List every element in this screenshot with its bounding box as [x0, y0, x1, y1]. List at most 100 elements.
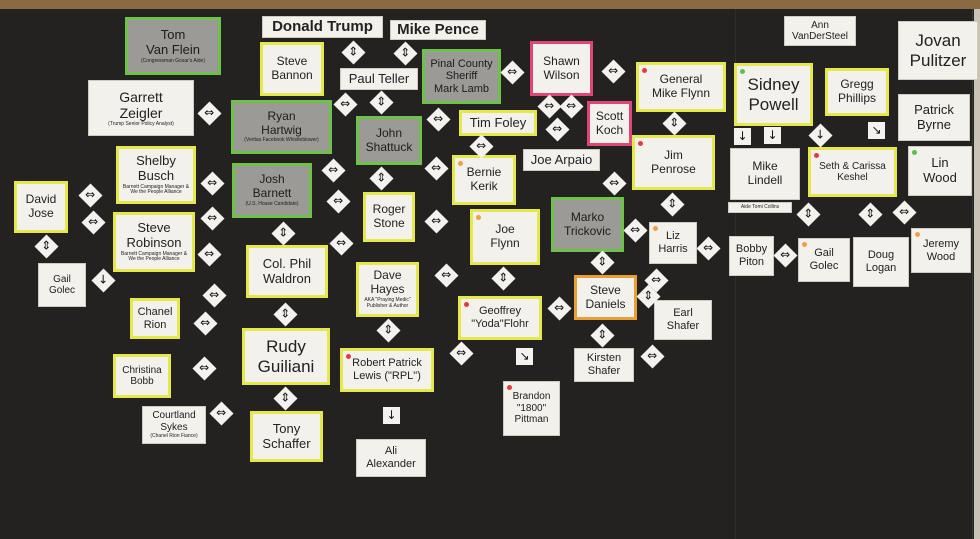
card-line: Pinal County — [430, 57, 493, 70]
card-jeremy-wood: Jeremy Wood — [911, 228, 971, 273]
card-paul-teller: Paul Teller — [340, 68, 418, 90]
card-john-shattuck: John Shattuck — [356, 116, 422, 165]
card-line: Shafer — [666, 320, 700, 332]
double-arrow-icon: ⇕ — [369, 166, 394, 191]
double-arrow-icon: ⇕ — [369, 90, 394, 115]
card-josh-barnett: Josh Barnett (U.S. House Candidate) — [232, 163, 312, 218]
card-marko-trickovic: Marko Trickovic — [551, 197, 624, 252]
double-arrow-icon: ⇔ — [209, 401, 234, 426]
card-subtitle: Barnett Campaign Manager & We the People… — [120, 250, 188, 263]
card-phil-waldron: Col. Phil Waldron — [246, 245, 328, 298]
card-line: Ann — [811, 19, 829, 31]
card-line: Rion — [143, 318, 167, 331]
wall-edge — [974, 9, 980, 539]
card-line: Gail — [53, 273, 71, 285]
card-line: Alexander — [366, 458, 416, 470]
card-doug-logan: Doug Logan — [853, 237, 909, 287]
card-line: Doug — [867, 249, 895, 262]
card-chanel-rion: Chanel Rion — [130, 298, 180, 339]
card-line: Garrett — [119, 88, 163, 105]
card-line: Van Flein — [146, 41, 200, 57]
double-arrow-icon: ⇕ — [34, 234, 59, 259]
arrow-down-icon: ↓ — [383, 407, 400, 424]
card-ryan-hartwig: Ryan Hartwig (Veritas Facebook Whistlebl… — [231, 100, 332, 154]
card-line: Golec — [48, 285, 76, 296]
card-line: Robert Patrick — [352, 357, 422, 370]
card-roger-stone: Roger Stone — [363, 192, 415, 242]
card-line: Tony — [272, 420, 301, 436]
card-line: Bernie — [466, 165, 502, 180]
double-arrow-icon: ⇔ — [333, 92, 358, 117]
card-mark-lamb: Pinal County Sheriff Mark Lamb — [422, 49, 501, 104]
card-donald-trump: Donald Trump — [262, 16, 383, 38]
card-david-jose: David Jose — [14, 181, 68, 233]
card-bobby-piton: Bobby Piton — [729, 236, 774, 276]
card-line: Roger — [372, 202, 406, 217]
double-arrow-icon: ⇔ — [197, 242, 222, 267]
arrow-diagonal-icon: ↓ — [808, 123, 833, 148]
card-aide-tomi-collins: Aide Tomi Collins — [728, 202, 792, 213]
card-line: Steve — [137, 219, 171, 235]
double-arrow-icon: ⇕ — [341, 40, 366, 65]
card-line: Guiliani — [257, 356, 315, 376]
card-line: Logan — [865, 262, 897, 274]
card-line: Bobb — [130, 376, 154, 387]
double-arrow-icon: ⇔ — [892, 200, 917, 225]
card-line: Pittman — [514, 414, 549, 426]
double-arrow-icon: ⇔ — [537, 94, 562, 119]
double-arrow-icon: ⇔ — [426, 107, 451, 132]
card-line: Waldron — [263, 270, 311, 286]
card-line: Donald Trump — [272, 18, 373, 36]
card-earl-shafer: Earl Shafer — [654, 300, 712, 340]
double-arrow-icon: ⇔ — [202, 283, 227, 308]
card-line: Paul Teller — [348, 70, 410, 86]
card-line: Wood — [923, 170, 957, 185]
double-arrow-icon: ⇔ — [602, 171, 627, 196]
double-arrow-icon: ⇔ — [640, 344, 665, 369]
arrow-diagonal-icon: ↘ — [868, 122, 885, 139]
arrow-down-icon: ↓ — [734, 128, 751, 145]
card-sidney-powell: Sidney Powell — [734, 63, 813, 126]
card-subtitle: AKA "Praying Medic" Publisher & Author — [364, 297, 411, 309]
card-line: Courtland — [152, 410, 196, 422]
double-arrow-icon: ⇕ — [271, 221, 296, 246]
card-subtitle: (Congressman Gosar's Aide) — [140, 57, 206, 64]
card-steve-robinson: Steve Robinson Barnett Campaign Manager … — [113, 212, 195, 272]
status-dot — [915, 232, 920, 237]
card-line: Mike Pence — [397, 21, 479, 39]
card-jovan-pulitzer: Jovan Pulitzer — [898, 21, 978, 80]
double-arrow-icon: ⇔ — [500, 60, 525, 85]
arrow-down-icon: ↓ — [764, 127, 781, 144]
double-arrow-icon: ⇕ — [796, 202, 821, 227]
card-mike-flynn: General Mike Flynn — [636, 62, 726, 112]
double-arrow-icon: ⇕ — [662, 111, 687, 136]
card-line: Liz — [665, 230, 681, 243]
double-arrow-icon: ⇔ — [547, 296, 572, 321]
card-line: Christina — [122, 364, 162, 376]
card-line: Tim Foley — [469, 114, 527, 130]
card-line: Busch — [137, 167, 175, 183]
card-line: Koch — [595, 122, 624, 137]
card-line: Piton — [738, 256, 765, 268]
card-line: Byrne — [917, 116, 951, 132]
card-line: Mike — [752, 159, 778, 174]
card-line: Steve — [276, 54, 308, 69]
double-arrow-icon: ⇔ — [424, 209, 449, 234]
card-gregg-phillips: Gregg Phillips — [825, 68, 889, 116]
card-line: Hartwig — [261, 122, 302, 137]
double-arrow-icon: ⇔ — [200, 206, 225, 231]
card-courtland-sykes: Courtland Sykes (Chanel Rion Fiance) — [142, 406, 206, 444]
card-subtitle: Barnett Campaign Manager & We the People… — [122, 183, 190, 196]
card-joe-arpaio: Joe Arpaio — [523, 149, 600, 171]
card-subtitle: (Chanel Rion Fiance) — [150, 433, 198, 440]
card-line: Wilson — [543, 67, 580, 82]
card-line: Pulitzer — [909, 50, 967, 70]
card-line: Robinson — [126, 234, 182, 250]
status-dot — [346, 354, 351, 359]
double-arrow-icon: ⇔ — [321, 158, 346, 183]
double-arrow-icon: ⇔ — [192, 356, 217, 381]
double-arrow-icon: ⇔ — [559, 94, 584, 119]
card-line: Jim — [664, 147, 683, 162]
card-line: Phillips — [837, 91, 876, 105]
